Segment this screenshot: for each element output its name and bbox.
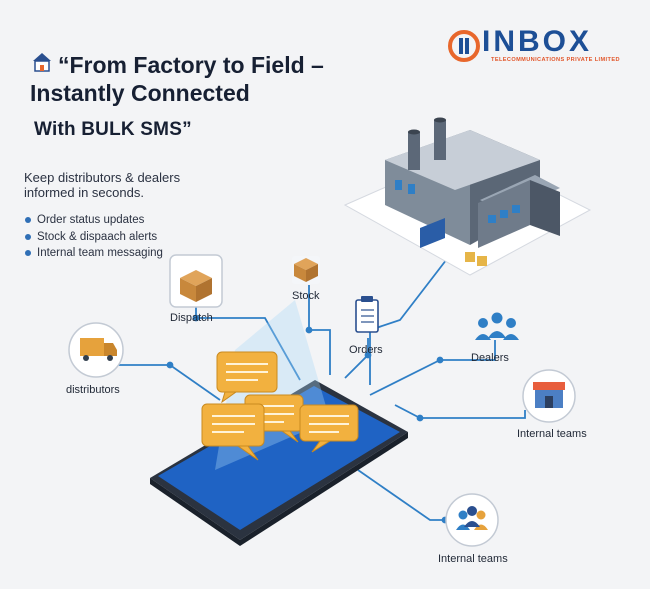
factory-illustration [343,117,592,276]
node-label-orders: Orders [349,344,383,356]
headline-line-1: “From Factory to Field – [58,52,324,78]
line-dealers [369,340,496,396]
line-internal2 [357,469,445,521]
orders-clipboard-icon [355,296,379,333]
intro-line-1: Keep distributors & dealers [24,170,181,185]
line-stock [308,285,331,375]
node-label-dealers: Dealers [471,352,509,364]
node-label-dispatch: Dispatch [170,312,213,324]
line-dispatch [195,300,301,381]
feature-list: Order status updates Stock & dispaach al… [24,212,163,262]
stock-box-icon [292,256,320,284]
connection-lines [115,254,526,524]
dealers-people-icon [475,312,519,340]
internal-teams-store-icon [522,369,576,423]
dispatch-box-icon [169,254,223,308]
node-label-internal-teams: Internal teams [517,428,587,440]
internal-teams-people-icon [445,493,499,547]
feature-item: Stock & dispaach alerts [24,229,163,246]
line-factory [369,254,451,385]
node-label-stock: Stock [292,290,320,302]
headline-line-3: With BULK SMS” [34,119,192,140]
distributors-truck-icon [68,322,124,378]
logo-tagline: TELECOMMUNICATIONS PRIVATE LIMITED [491,57,620,63]
logo-mark-icon [448,30,480,62]
feature-item: Order status updates [24,212,163,229]
line-internal1 [394,404,526,419]
house-icon [33,53,51,72]
node-label-distributors: distributors [66,384,120,396]
logo-wordmark: INBOX [482,25,593,58]
node-label-internal-teams-2: Internal teams [438,553,508,565]
feature-item: Internal team messaging [24,245,163,262]
headline-line-2: Instantly Connected [30,80,250,106]
intro-line-2: informed in seconds. [24,185,144,200]
line-distributors [115,364,221,401]
message-bubbles [201,351,359,461]
